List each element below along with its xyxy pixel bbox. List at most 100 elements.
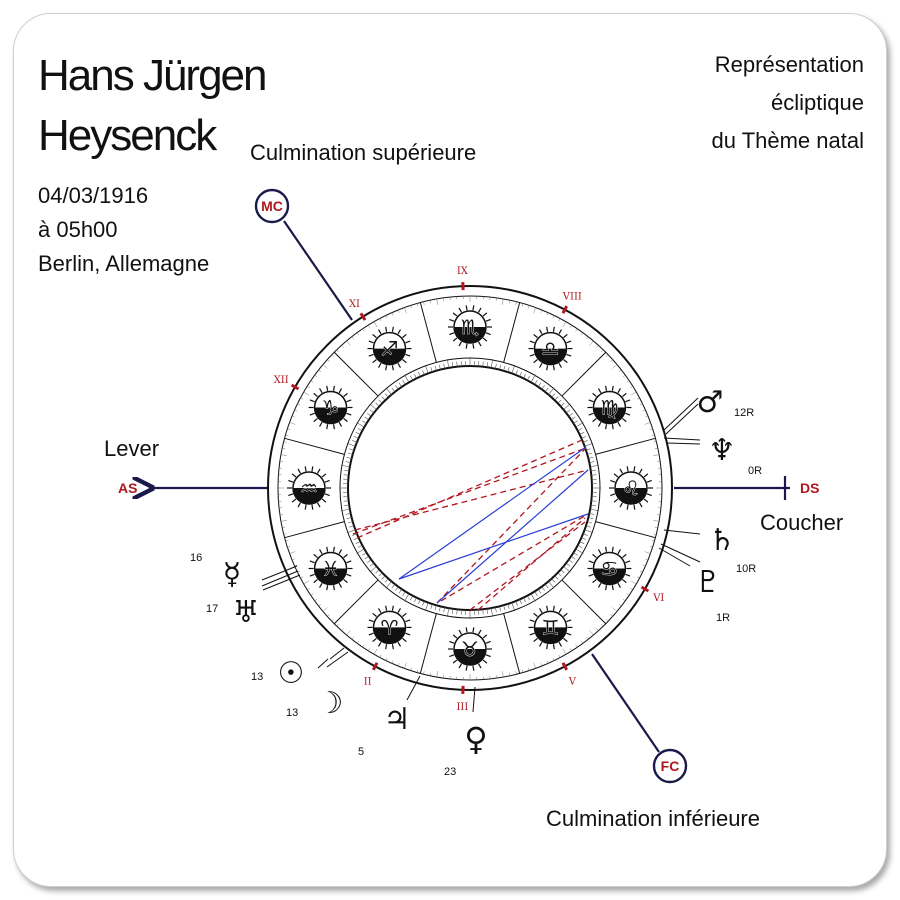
ds-label: DS <box>800 480 819 496</box>
degree-tick <box>414 597 417 603</box>
sign-ray <box>465 305 468 311</box>
title-line3: du Thème natal <box>712 128 864 153</box>
degree-tick <box>601 349 604 353</box>
degree-tick <box>644 422 651 425</box>
degree-tick <box>303 391 310 396</box>
sign-ray <box>529 353 535 357</box>
sign-ray <box>633 466 636 472</box>
degree-tick <box>558 654 561 658</box>
degree-tick <box>346 630 351 636</box>
degree-tick <box>434 365 437 371</box>
house-cusp-mark <box>561 305 569 314</box>
sign-ray <box>332 546 335 552</box>
degree-tick <box>340 464 350 468</box>
degree-tick <box>381 575 386 580</box>
degree-tick <box>347 452 353 455</box>
degree-ticks <box>278 296 662 680</box>
mars-icon: ♂ <box>697 385 724 420</box>
house-cusp-mark <box>359 312 367 321</box>
sign-ray <box>458 307 463 313</box>
degree-tick <box>314 374 318 378</box>
degree-tick <box>385 387 392 395</box>
degree-tick <box>596 345 599 348</box>
sign-ray <box>397 362 402 368</box>
aspect-line <box>440 513 589 602</box>
degree-tick <box>347 521 353 524</box>
degree-tick <box>575 422 584 428</box>
degree-tick <box>639 403 643 406</box>
degree-tick <box>499 364 502 370</box>
sign-ray <box>538 641 543 647</box>
degree-tick <box>289 551 296 554</box>
sign-ray <box>332 424 335 430</box>
degree-tick <box>410 595 413 601</box>
sign-ray <box>288 479 294 483</box>
degree-tick <box>452 362 454 368</box>
degree-tick <box>580 640 584 644</box>
degree-tick <box>562 321 567 328</box>
degree-tick <box>349 525 355 528</box>
degree-tick <box>282 447 286 449</box>
degree-tick <box>369 566 377 573</box>
degree-tick <box>601 623 604 627</box>
sign-ray <box>385 644 388 650</box>
degree-tick <box>368 325 371 328</box>
degree-tick <box>353 436 359 439</box>
degree-tick <box>527 375 530 381</box>
degree-tick <box>430 367 433 373</box>
sign-ray <box>402 333 407 339</box>
sagittarius-icon: ♐ <box>367 326 412 371</box>
sign-ray <box>319 582 323 588</box>
sign-ray <box>313 578 318 584</box>
degree-tick <box>612 607 618 612</box>
aries-icon: ♈ <box>367 605 412 650</box>
degree-tick <box>414 373 417 379</box>
degree-tick <box>644 551 651 554</box>
sign-half-fill <box>314 407 347 424</box>
degree-tick <box>575 328 578 332</box>
sign-divider <box>333 351 379 397</box>
sign-ray <box>605 546 608 552</box>
degree-tick <box>534 380 538 385</box>
sign-ray <box>377 608 382 614</box>
sign-ray <box>338 549 343 555</box>
degree-tick <box>410 305 412 309</box>
degree-tick <box>404 307 407 314</box>
sign-ray <box>566 619 572 623</box>
sign-ray <box>449 318 455 322</box>
degree-tick <box>310 593 314 596</box>
sign-ray <box>477 307 482 313</box>
sign-ray <box>313 392 318 398</box>
sign-ray <box>617 421 621 427</box>
sun-moon-pointers <box>317 647 349 669</box>
house-number-viii: VIII <box>562 292 582 303</box>
degree-tick <box>588 517 594 520</box>
degree-tick <box>404 593 410 602</box>
sign-ray <box>313 553 318 559</box>
sign-ray <box>533 359 538 364</box>
pluto-icon: ♇ <box>695 565 722 600</box>
sign-ray <box>368 619 374 623</box>
degree-tick <box>456 609 458 615</box>
degree-tick <box>287 428 291 430</box>
degree-tick <box>424 364 429 374</box>
sign-divider <box>419 613 437 674</box>
degree-tick <box>551 393 556 398</box>
aspect-line <box>436 469 589 604</box>
degree-tick <box>530 374 536 383</box>
sign-ray <box>458 663 463 669</box>
sign-ray <box>597 582 602 588</box>
as-label: AS <box>118 480 137 496</box>
degree-tick <box>540 663 543 667</box>
sign-ray <box>558 362 563 368</box>
degree-tick <box>318 604 322 607</box>
degree-tick <box>636 576 640 579</box>
sign-ray <box>592 578 597 584</box>
degree-tick <box>285 539 289 542</box>
degree-tick <box>373 321 378 328</box>
degree-tick <box>645 558 649 561</box>
sign-ray <box>485 654 491 658</box>
degree-tick <box>346 442 356 447</box>
sign-ray <box>309 560 315 564</box>
